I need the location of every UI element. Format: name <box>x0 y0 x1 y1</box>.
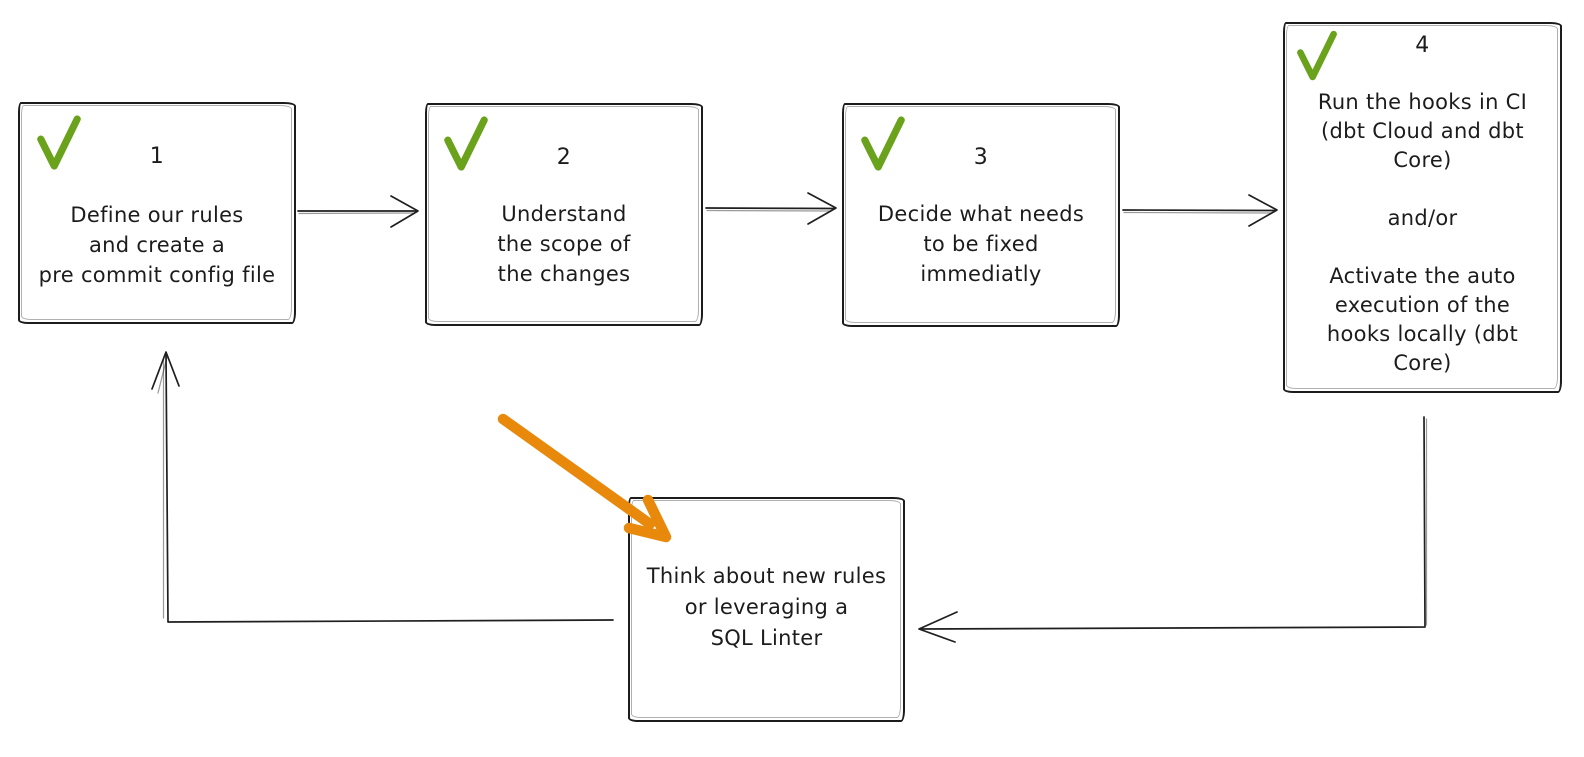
step-number: 3 <box>973 145 989 170</box>
arrow-step4-to-review <box>918 416 1428 643</box>
step-label: Define our rules and create a pre commit… <box>38 203 276 287</box>
step-label: Think about new rules or leveraging a SQ… <box>646 564 887 650</box>
step-number: 4 <box>1415 33 1430 58</box>
step-label: Understand the scope of the changes <box>497 202 631 286</box>
flow-review-box: Think about new rules or leveraging a SQ… <box>628 497 905 722</box>
arrow-step3-to-step4 <box>1122 194 1278 227</box>
check-icon <box>444 116 488 171</box>
arrow-step1-to-step2 <box>297 195 419 228</box>
arrow-step2-to-step3 <box>705 192 837 225</box>
step-number: 1 <box>149 144 165 169</box>
step-label: Decide what needs to be fixed immediatly <box>877 202 1085 286</box>
flow-step-1-box: 1 Define our rules and create a pre comm… <box>18 102 296 324</box>
flow-step-3-box: 3 Decide what needs to be fixed immediat… <box>842 103 1120 327</box>
flow-step-2-box: 2 Understand the scope of the changes <box>425 103 703 326</box>
step-label: Run the hooks in CI (dbt Cloud and dbt C… <box>1317 90 1528 375</box>
check-icon <box>37 115 81 170</box>
arrow-review-to-step1 <box>151 351 614 623</box>
flow-step-4-box: 4 Run the hooks in CI (dbt Cloud and dbt… <box>1283 22 1562 393</box>
check-icon <box>861 116 905 171</box>
check-icon <box>1297 30 1337 81</box>
step-number: 2 <box>556 145 572 170</box>
